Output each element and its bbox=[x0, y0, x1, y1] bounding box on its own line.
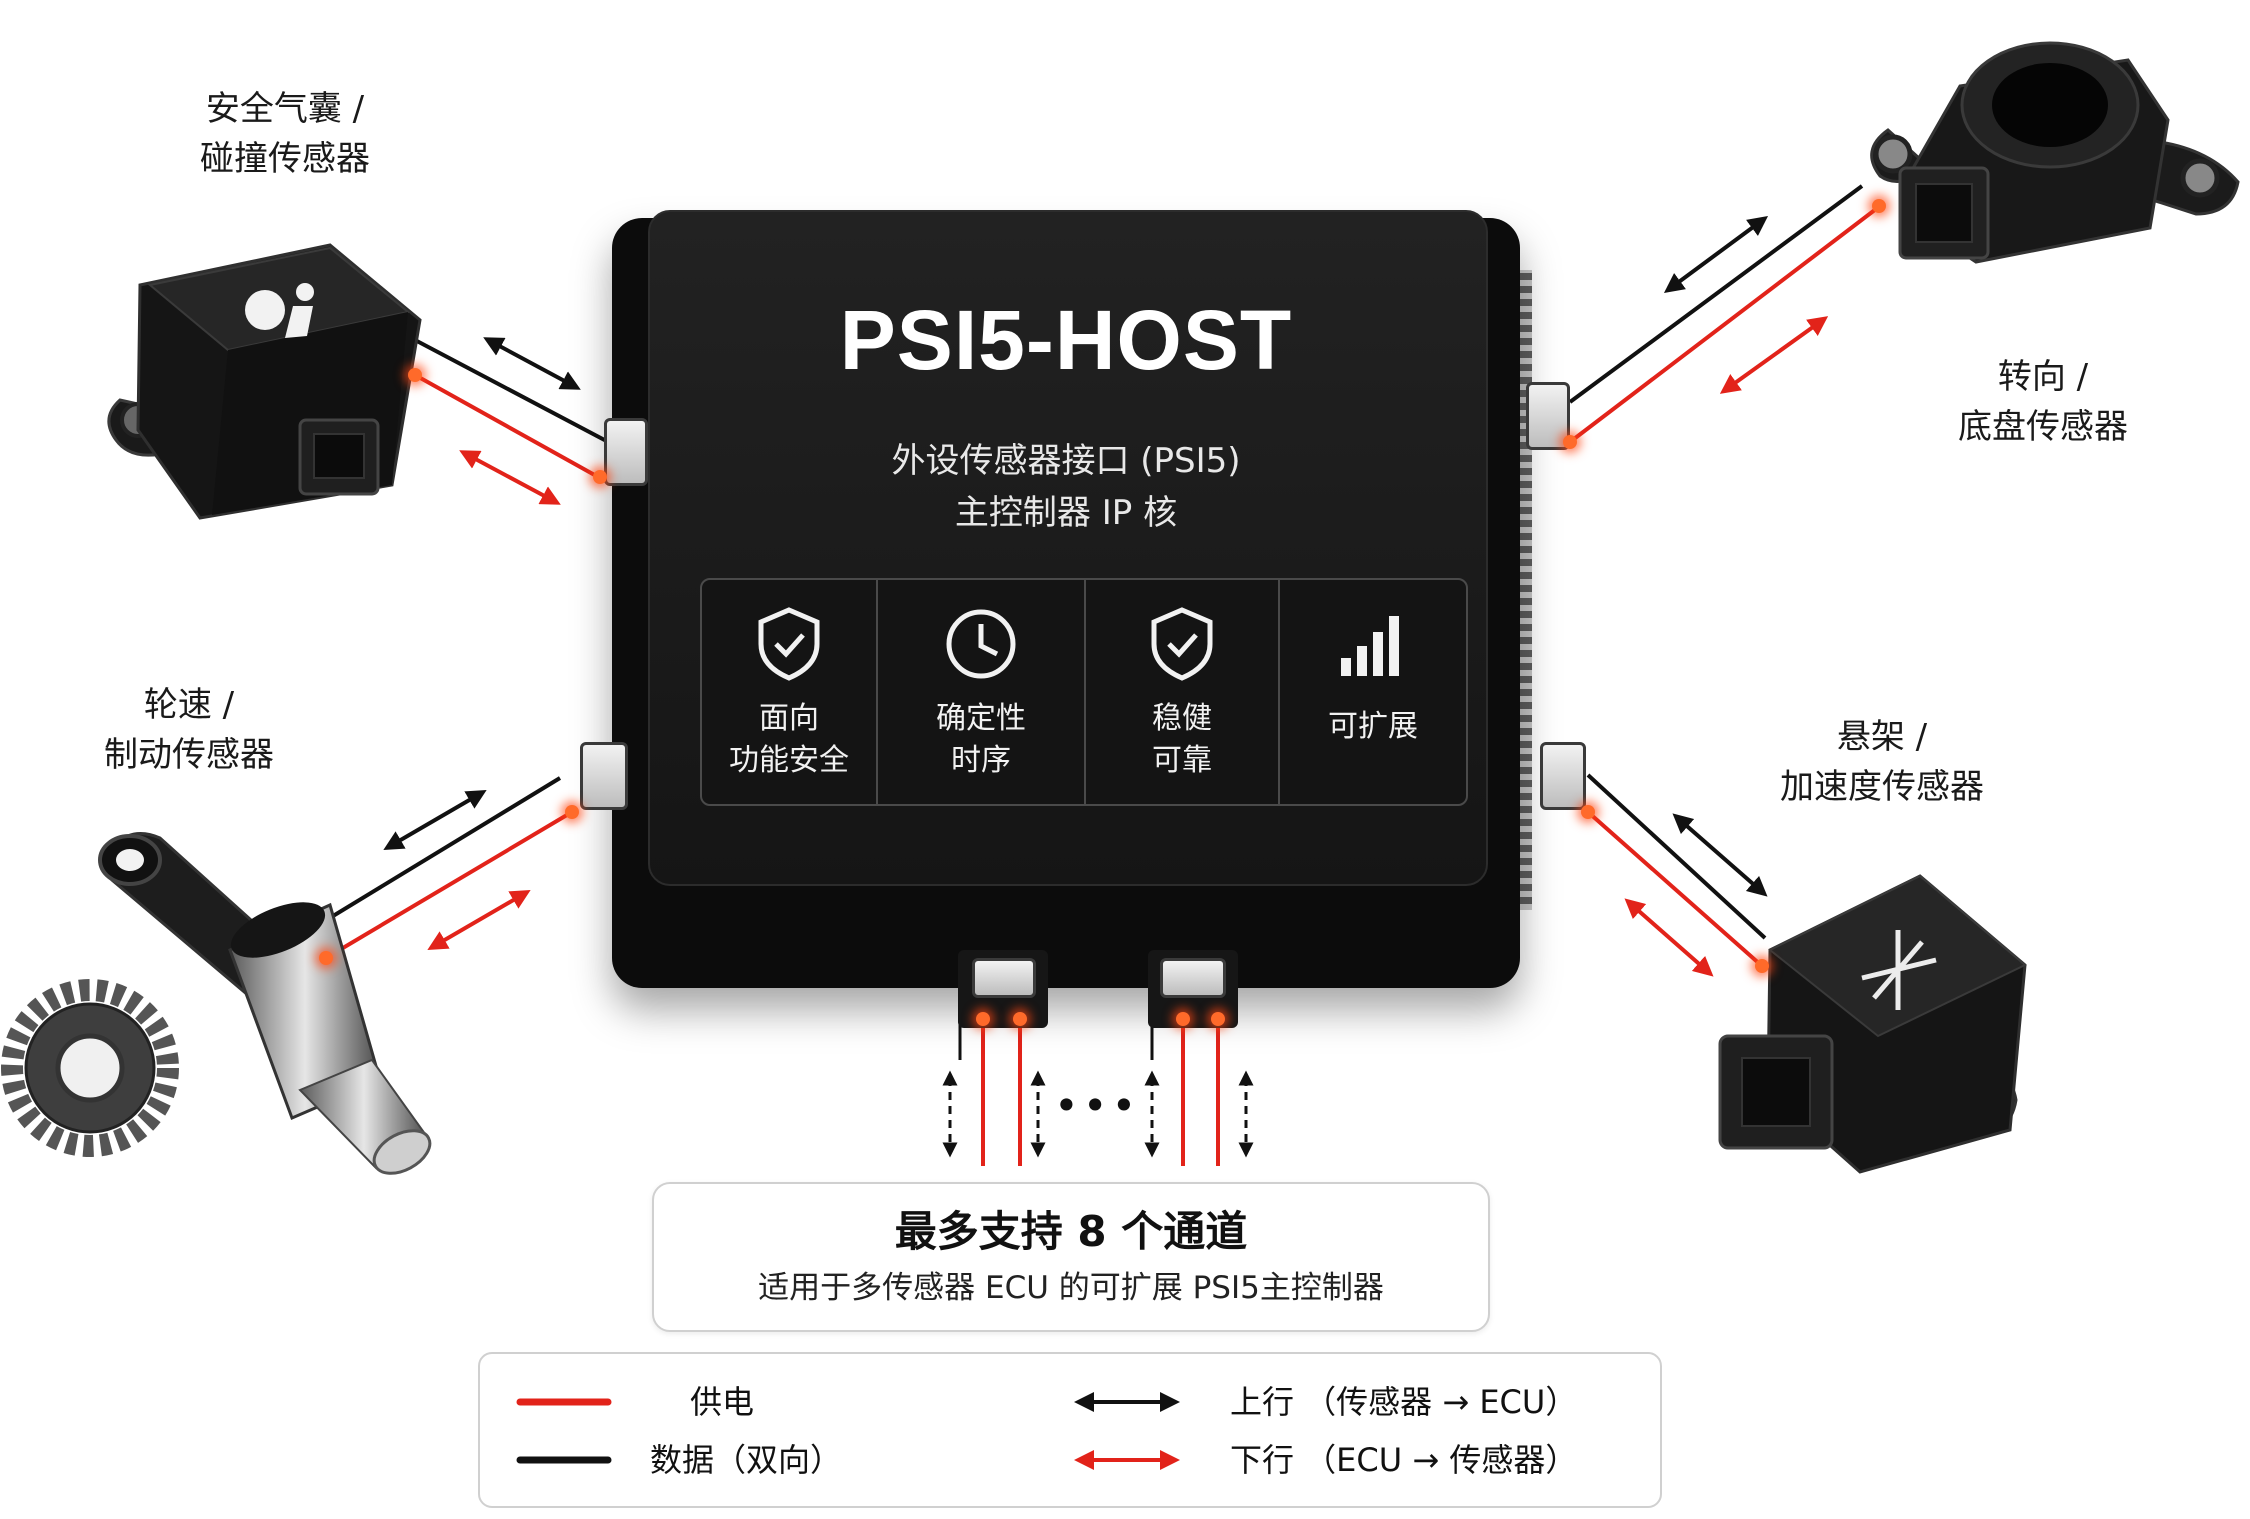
data-wire bbox=[1570, 186, 1862, 402]
glow-dot bbox=[408, 368, 422, 382]
shield-check-icon bbox=[749, 604, 829, 684]
downstream-arrow bbox=[468, 455, 552, 500]
legend-data-label: 数据（双向） bbox=[650, 1438, 842, 1482]
suspension-sensor bbox=[1720, 876, 2025, 1172]
feature-scalable: 可扩展 bbox=[1280, 580, 1466, 804]
downstream-arrow bbox=[1728, 322, 1820, 388]
channels-subtitle: 适用于多传感器 ECU 的可扩展 PSI5主控制器 bbox=[654, 1266, 1488, 1310]
port-bottom-left-cap bbox=[972, 958, 1036, 998]
glow-dot bbox=[976, 1012, 990, 1026]
legend-upstream-label: 上行 （传感器 → ECU） bbox=[1230, 1380, 1577, 1424]
suspension-sensor-label: 悬架 / 加速度传感器 bbox=[1780, 712, 1984, 812]
chip-title: PSI5-HOST bbox=[648, 290, 1484, 390]
glow-dot bbox=[1176, 1012, 1190, 1026]
data-wire bbox=[310, 778, 560, 930]
glow-dot bbox=[1013, 1012, 1027, 1026]
glow-dot bbox=[565, 805, 579, 819]
wheel-sensor-label: 轮速 / 制动传感器 bbox=[104, 680, 274, 780]
glow-dot bbox=[1872, 199, 1886, 213]
channel-info-box: 最多支持 8 个通道 适用于多传感器 ECU 的可扩展 PSI5主控制器 bbox=[652, 1182, 1490, 1332]
wheel-sensor bbox=[12, 834, 437, 1182]
legend-downstream-label: 下行 （ECU → 传感器） bbox=[1230, 1438, 1577, 1482]
steering-sensor-label: 转向 / 底盘传感器 bbox=[1958, 352, 2128, 452]
steering-sensor bbox=[1872, 43, 2238, 262]
port-right-bottom bbox=[1540, 742, 1586, 810]
feature-functional-safety: 面向 功能安全 bbox=[702, 580, 878, 804]
feature-robust-reliable: 稳健 可靠 bbox=[1086, 580, 1280, 804]
upstream-arrow bbox=[1680, 820, 1760, 890]
data-wire bbox=[1588, 775, 1765, 938]
shield-check-icon bbox=[1142, 604, 1222, 684]
chip-subtitle-line1: 外设传感器接口 (PSI5) bbox=[648, 436, 1484, 486]
feature-panel: 面向 功能安全 确定性 时序 稳健 可靠 可扩展 bbox=[700, 578, 1468, 806]
legend-swatches bbox=[480, 1354, 1660, 1506]
airbag-sensor-label: 安全气囊 / 碰撞传感器 bbox=[200, 84, 370, 184]
glow-dot bbox=[319, 951, 333, 965]
signal-bars-icon bbox=[1333, 604, 1413, 684]
power-wire bbox=[1570, 206, 1880, 442]
glow-dot bbox=[1581, 805, 1595, 819]
chip-subtitle-line2: 主控制器 IP 核 bbox=[648, 488, 1484, 538]
feature-deterministic-timing: 确定性 时序 bbox=[878, 580, 1086, 804]
legend-power-label: 供电 bbox=[690, 1380, 754, 1424]
port-left-bottom bbox=[580, 742, 628, 810]
upstream-arrow bbox=[492, 342, 572, 385]
upstream-arrow bbox=[1672, 222, 1760, 287]
legend: 供电 数据（双向） 上行 （传感器 → ECU） 下行 （ECU → 传感器） bbox=[478, 1352, 1662, 1508]
gear-icon bbox=[12, 990, 168, 1146]
port-left-top bbox=[604, 418, 648, 486]
downstream-arrow bbox=[436, 895, 522, 945]
glow-dot bbox=[1563, 435, 1577, 449]
downstream-arrow bbox=[1632, 905, 1706, 970]
clock-icon bbox=[941, 604, 1021, 684]
glow-dot bbox=[593, 470, 607, 484]
port-bottom-right-cap bbox=[1160, 958, 1226, 998]
airbag-sensor bbox=[109, 245, 420, 518]
channel-ellipsis: ••• bbox=[1054, 1082, 1140, 1130]
channels-title: 最多支持 8 个通道 bbox=[654, 1204, 1488, 1260]
glow-dot bbox=[1755, 959, 1769, 973]
glow-dot bbox=[1211, 1012, 1225, 1026]
